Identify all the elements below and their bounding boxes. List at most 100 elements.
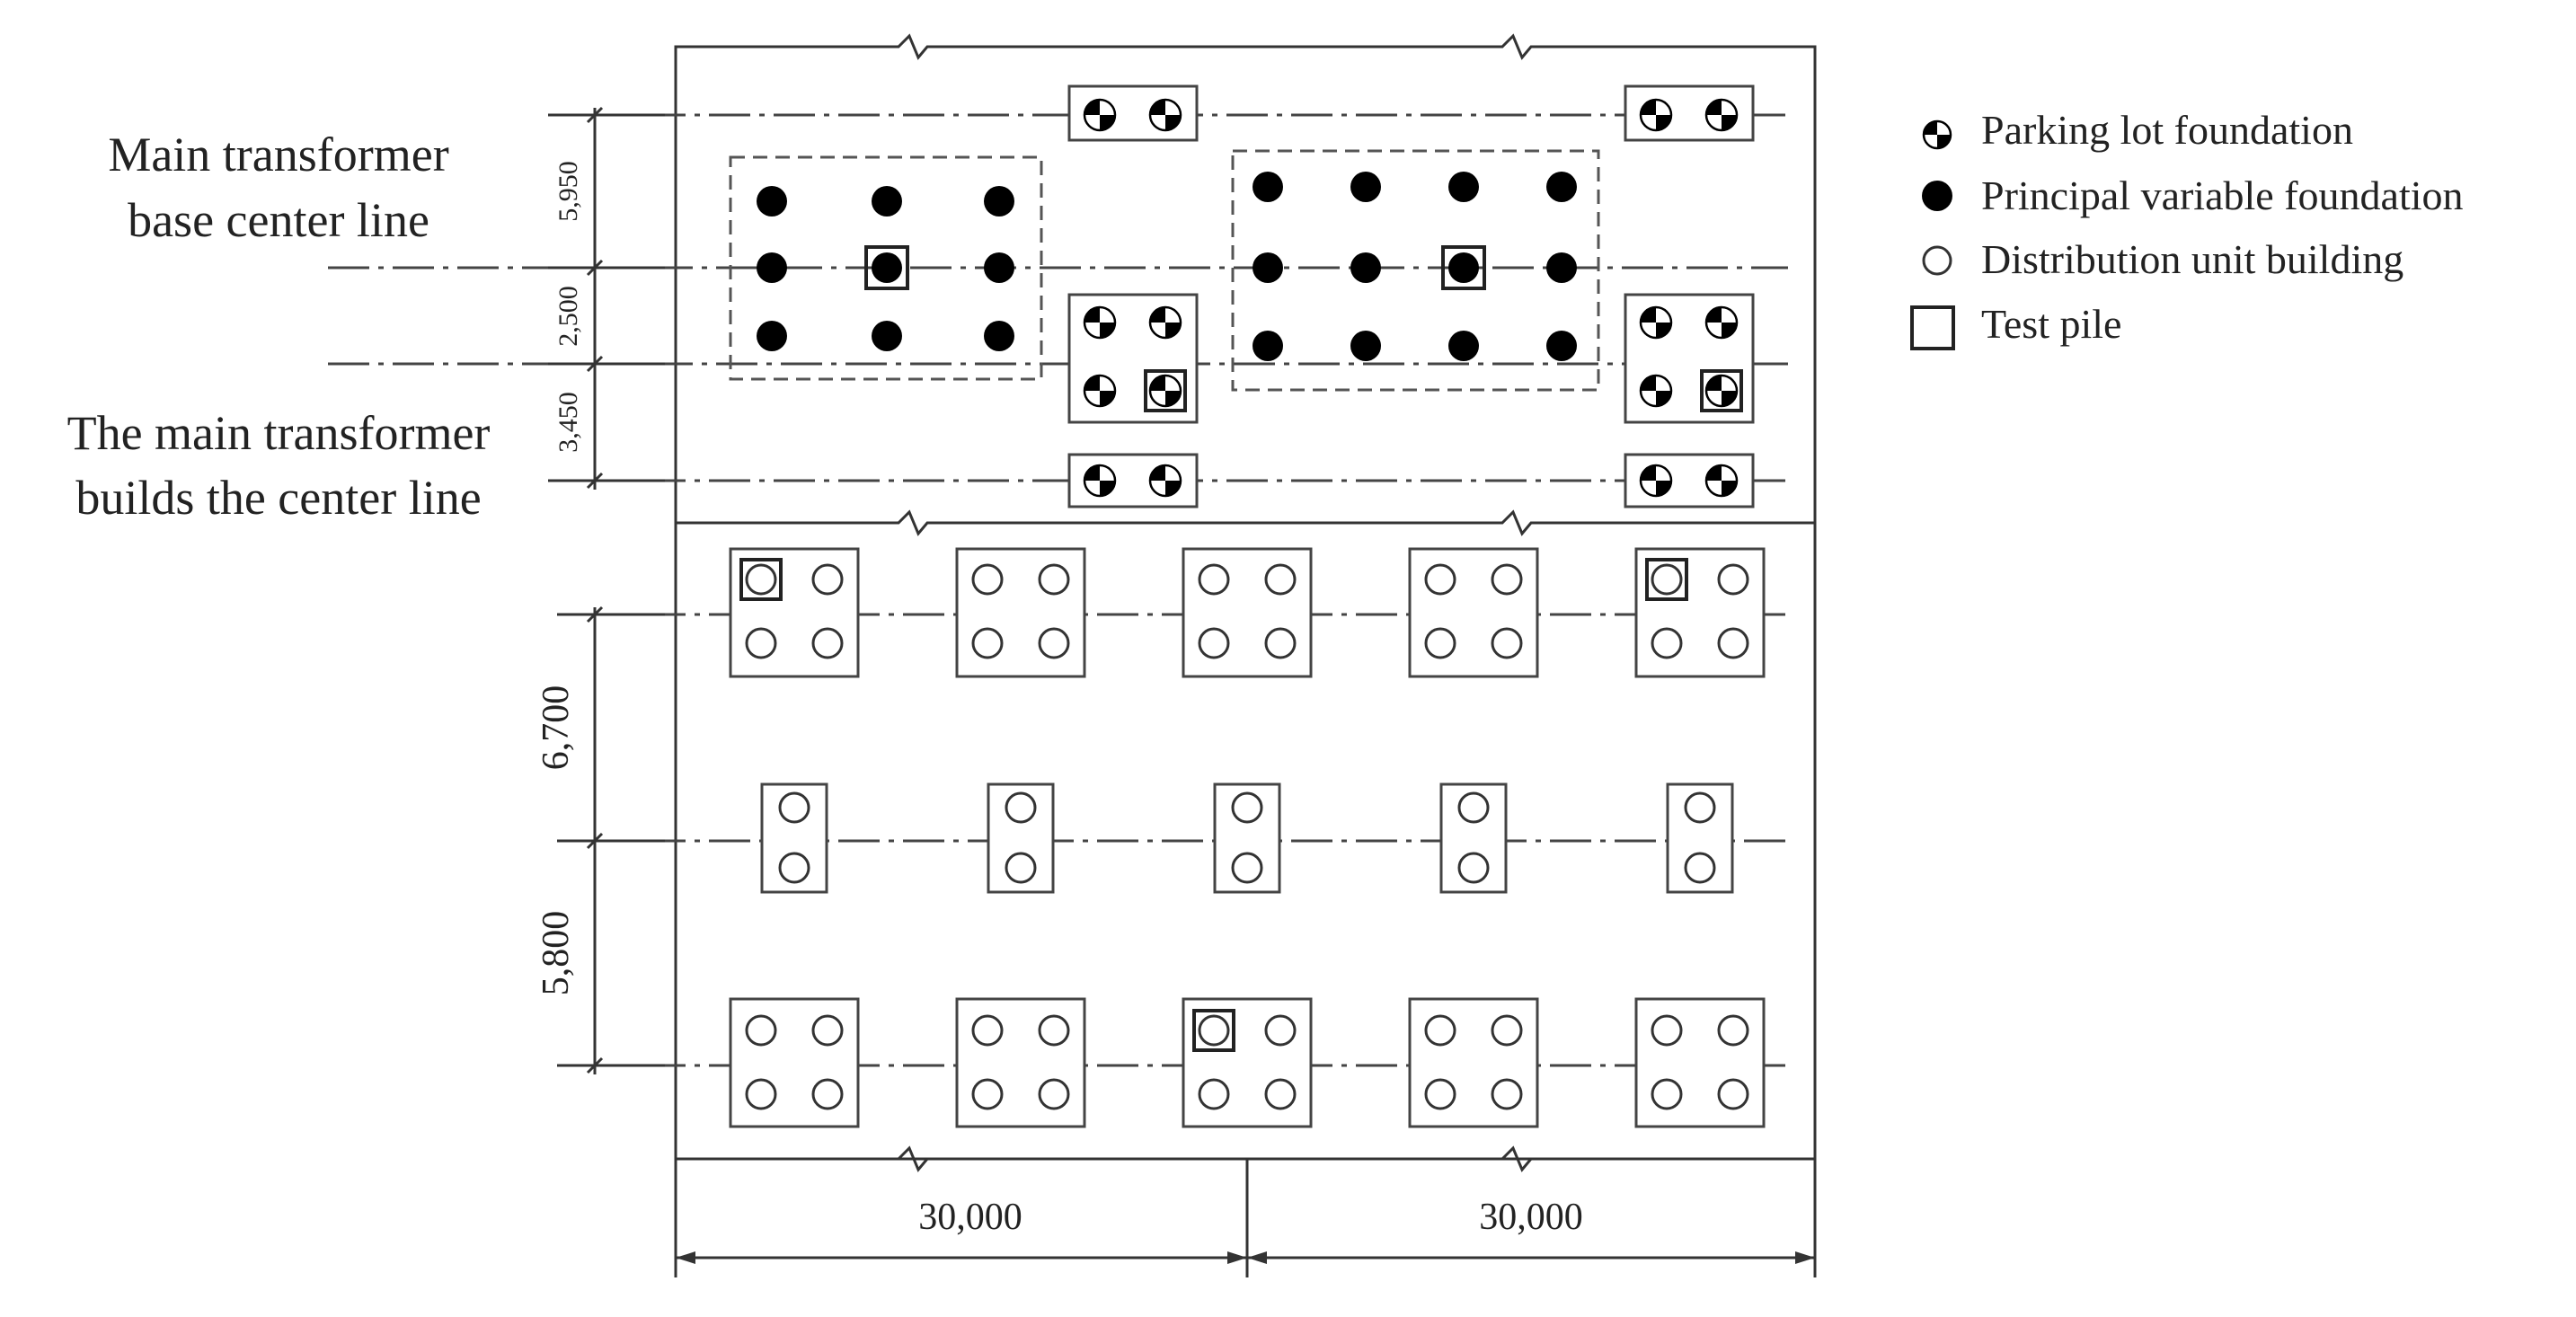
distribution-unit-building-icon [1651,563,1683,596]
distribution-unit-building-icon [1264,627,1297,659]
distribution-unit-building-icon [1491,627,1523,659]
test-piles [739,245,1743,1052]
parking-lot-foundation-icon [1083,98,1117,132]
parking-lot-foundation-icon [1148,305,1182,340]
parking-lot-foundation-icon [1639,305,1673,340]
principal-variable-foundation-icon [1922,181,1952,211]
distribution-unit-building-icon [745,563,777,596]
legend-item-parking-lot: Parking lot foundation [1922,107,2353,153]
test-pile-icon [1192,1009,1235,1052]
distribution-unit-building-icon [1491,1014,1523,1047]
distribution-boxes [729,547,1766,1128]
principal-variable-foundation-icon [872,321,902,351]
parking-lot-foundation-icon [1922,119,1952,150]
distribution-unit-building-icon [1457,791,1490,824]
distribution-unit-building-icon [1651,1078,1683,1110]
dim-3450: 3,450 [553,392,583,453]
distribution-unit-building-icon [1264,1078,1297,1110]
distribution-unit-building-icon [745,627,777,659]
distribution-unit-building-icon [1717,627,1749,659]
principal-variable-foundation-icon [1448,172,1479,202]
distribution-unit-building-icon [778,852,810,884]
distribution-unit-building-icon [1491,563,1523,596]
principal-variable-foundation-icon [984,321,1014,351]
test-pile-icon [864,245,909,290]
distribution-unit-building-icon [1457,852,1490,884]
dim-5950: 5,950 [553,161,583,222]
distribution-unit-building-icon [1198,1078,1230,1110]
distribution-unit-building-icon [811,627,844,659]
distribution-unit-building-icon [971,627,1004,659]
principal-variable-foundation-icon [757,186,787,217]
dim-2500: 2,500 [553,286,583,347]
distribution-unit-building-icon [811,1014,844,1047]
legend: Parking lot foundation Principal variabl… [1910,107,2464,350]
parking-lot-foundation-icon [1148,374,1182,408]
transformer-zone-right [1231,149,1600,392]
distribution-unit-building-icon [811,1078,844,1110]
parking-lot-foundation-icon [1083,305,1117,340]
top-center-lines [328,113,1788,482]
test-pile-icon [1645,558,1688,601]
principal-variable-foundation-icon [872,252,902,283]
parking-lot-boxes [1067,84,1755,508]
principal-variable-foundation-icon [1253,331,1283,361]
parking-lot-foundation-icon [1704,98,1739,132]
distribution-unit-building-icon [1424,627,1456,659]
top-dimension-chain [548,106,665,490]
test-pile-icon [1700,369,1743,412]
distribution-unit-building-icon [1231,852,1263,884]
legend-item-distribution: Distribution unit building [1922,236,2403,282]
legend-item-test-pile: Test pile [1910,301,2121,350]
bottom-dimension-chain [557,605,665,1074]
principal-variable-foundation-icon [984,252,1014,283]
parking-lot-foundation-icon [1704,464,1739,498]
distribution-unit-building-icon [1491,1078,1523,1110]
legend-item-principal-variable: Principal variable foundation [1922,172,2464,218]
distribution-unit-building-icon [1651,1014,1683,1047]
distribution-unit-building-icon [971,1014,1004,1047]
principal-variable-foundation-icon [1350,331,1381,361]
distribution-unit-building-icon [1038,563,1070,596]
principal-variable-foundation-icon [872,186,902,217]
distribution-unit-building-icon [1684,852,1716,884]
principal-variable-foundation-icon [1546,331,1577,361]
principal-variable-foundation-icon [1546,252,1577,283]
principal-variable-foundation-icon [757,252,787,283]
distribution-unit-building-icon [811,563,844,596]
distribution-unit-building-icon [1922,245,1952,276]
foundation-symbols [745,98,1749,1110]
horizontal-dimension-chain [674,1159,1817,1277]
distribution-unit-building-icon [778,791,810,824]
distribution-unit-building-icon [745,1078,777,1110]
principal-variable-foundation-icon [1350,252,1381,283]
distribution-unit-building-icon [1198,627,1230,659]
parking-lot-foundation-icon [1148,98,1182,132]
parking-lot-foundation-icon [1083,464,1117,498]
distribution-unit-building-icon [1264,1014,1297,1047]
dim-30000-right: 30,000 [1479,1197,1583,1238]
distribution-unit-building-icon [1424,563,1456,596]
distribution-unit-building-icon [971,1078,1004,1110]
dim-5800: 5,800 [536,911,577,996]
parking-lot-foundation-icon [1639,464,1673,498]
principal-variable-foundation-icon [1448,331,1479,361]
label-builds-center-line-1: The main transformer [67,406,491,460]
principal-variable-foundation-icon [1253,252,1283,283]
test-pile-icon [1910,305,1955,350]
distribution-unit-building-icon [1717,563,1749,596]
principal-variable-foundation-icon [984,186,1014,217]
principal-variable-foundation-icon [1253,172,1283,202]
label-builds-center-line-2: builds the center line [75,471,481,525]
distribution-unit-building-icon [1717,1014,1749,1047]
distribution-unit-building-icon [1198,563,1230,596]
principal-variable-foundation-icon [1546,172,1577,202]
distribution-unit-building-icon [1717,1078,1749,1110]
legend-label-principal-variable: Principal variable foundation [1981,172,2464,218]
principal-variable-foundation-icon [1350,172,1381,202]
distribution-unit-building-icon [1198,1014,1230,1047]
label-base-center-line-2: base center line [128,193,429,247]
distribution-unit-building-icon [1005,852,1037,884]
distribution-unit-building-icon [1038,1014,1070,1047]
